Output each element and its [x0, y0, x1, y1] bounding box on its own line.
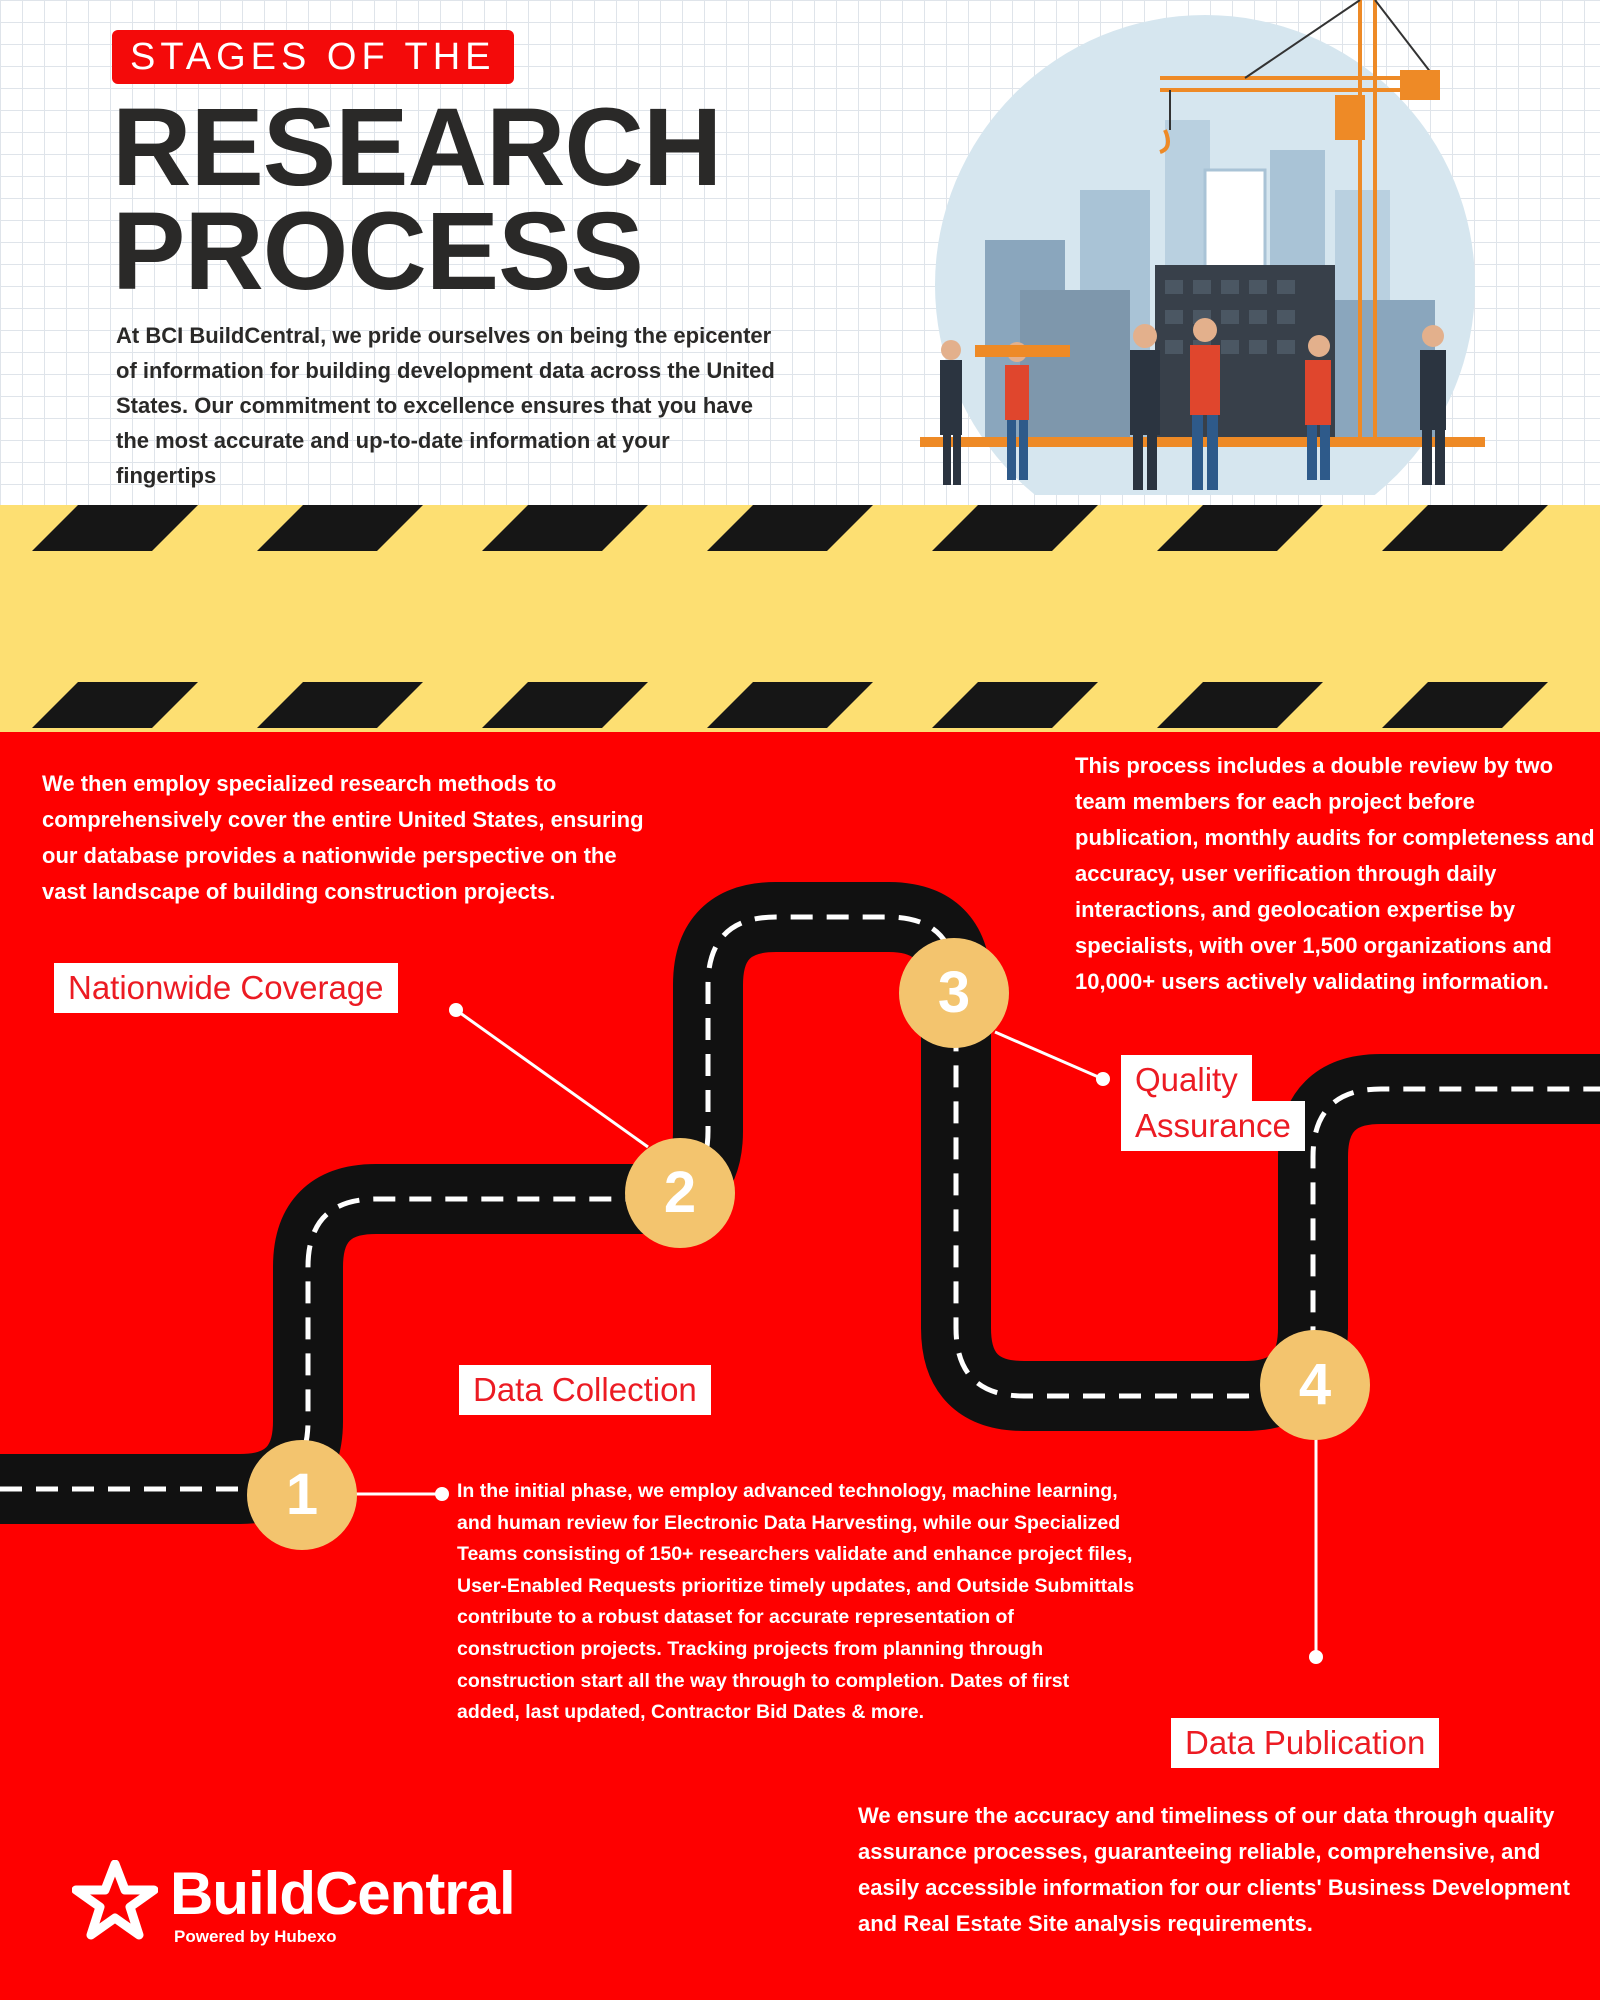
hazard-stripe — [932, 505, 1098, 551]
stage-1-label: Data Collection — [459, 1365, 711, 1415]
hazard-stripe — [707, 682, 873, 728]
brand-tagline: Powered by Hubexo — [174, 1927, 337, 1946]
hazard-stripe — [32, 682, 198, 728]
connector-dot — [1096, 1072, 1110, 1086]
hazard-stripe-band — [0, 505, 1600, 732]
hazard-stripe — [482, 682, 648, 728]
connector-dot — [1309, 1650, 1323, 1664]
connector-dot — [435, 1487, 449, 1501]
kicker-badge: STAGES OF THE — [112, 30, 514, 84]
stage-4-label: Data Publication — [1171, 1718, 1440, 1768]
crane-cab-icon — [1335, 95, 1365, 140]
hazard-stripe — [32, 505, 198, 551]
crane-hook-icon — [1159, 129, 1171, 154]
stage-1-description: In the initial phase, we employ advanced… — [457, 1480, 1135, 1724]
connector-dot — [449, 1003, 463, 1017]
hazard-stripe — [257, 505, 423, 551]
hazard-stripe — [482, 505, 648, 551]
intro-paragraph: At BCI BuildCentral, we pride ourselves … — [116, 323, 775, 488]
stage-1-badge: 1 — [247, 1440, 357, 1550]
stage-4-badge: 4 — [1260, 1330, 1370, 1440]
hazard-stripe — [707, 505, 873, 551]
page-title: RESEARCH PROCESS — [112, 93, 722, 307]
stage-3-label-line-1: Quality — [1121, 1055, 1252, 1105]
brand-name: BuildCentral — [170, 1860, 516, 1927]
hazard-stripe — [1382, 682, 1548, 728]
hazard-stripe — [1382, 505, 1548, 551]
hazard-stripe — [1157, 505, 1323, 551]
buildcentral-star-icon — [72, 1860, 158, 1940]
hazard-stripe — [1157, 682, 1323, 728]
stage-3-description: This process includes a double review by… — [1075, 753, 1595, 994]
stage-3-badge: 3 — [899, 938, 1009, 1048]
title-line-1: RESEARCH — [112, 86, 722, 209]
stage-4-description: We ensure the accuracy and timeliness of… — [858, 1803, 1570, 1936]
stage-2-description: We then employ specialized research meth… — [42, 771, 644, 904]
workers-icon — [940, 318, 1446, 490]
title-line-2: PROCESS — [112, 190, 644, 313]
construction-illustration — [920, 0, 1485, 495]
stage-3-label-line-2: Assurance — [1121, 1101, 1305, 1151]
stage-2-badge: 2 — [625, 1138, 735, 1248]
stage-2-label: Nationwide Coverage — [54, 963, 398, 1013]
hazard-stripe — [932, 682, 1098, 728]
hazard-stripe — [257, 682, 423, 728]
crane-counterweight-icon — [1400, 70, 1440, 100]
crane-icon — [1160, 0, 1436, 440]
